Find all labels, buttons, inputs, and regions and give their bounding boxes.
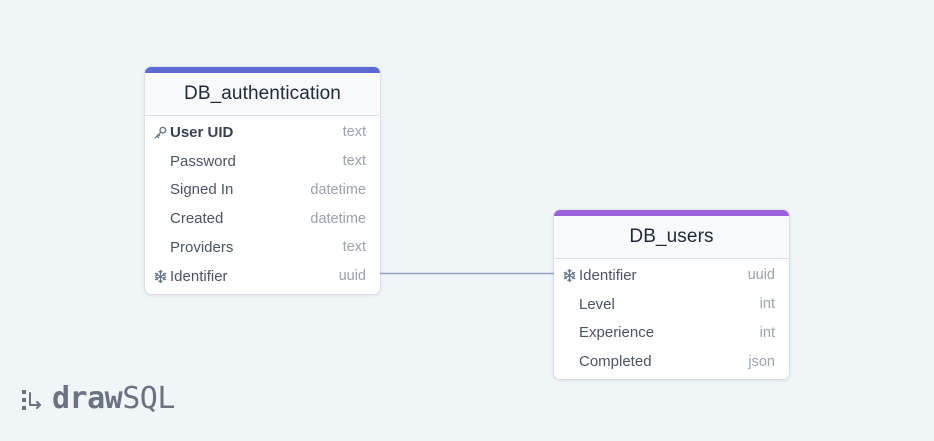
- field-icon-placeholder: [152, 181, 169, 198]
- field-row-experience[interactable]: Experience int: [554, 319, 789, 348]
- field-list: Identifier uuid Level int Experience int…: [554, 259, 789, 379]
- field-name: Password: [170, 152, 236, 170]
- field-type: uuid: [338, 268, 366, 285]
- drawsql-logo: draw SQL: [20, 382, 175, 416]
- field-row-password[interactable]: Password text: [145, 147, 380, 176]
- field-row-completed[interactable]: Completed json: [554, 347, 789, 376]
- field-name: Level: [579, 295, 615, 313]
- table-db-authentication[interactable]: DB_authentication User UID text Password: [145, 67, 380, 294]
- field-row-user-uid[interactable]: User UID text: [145, 118, 380, 147]
- field-type: int: [759, 324, 775, 341]
- field-name: Identifier: [579, 266, 637, 284]
- field-name: Created: [170, 210, 224, 228]
- table-title[interactable]: DB_authentication: [145, 73, 380, 116]
- field-icon-placeholder: [561, 353, 578, 370]
- field-name: User UID: [170, 123, 234, 141]
- field-type: text: [342, 152, 366, 169]
- field-row-created[interactable]: Created datetime: [145, 204, 380, 233]
- logo-text-draw: draw: [52, 381, 123, 416]
- drawsql-logo-icon: [20, 385, 46, 413]
- snowflake-icon: [561, 267, 578, 284]
- field-name: Experience: [579, 324, 655, 342]
- field-type: text: [342, 124, 366, 141]
- field-list: User UID text Password text Signed In da…: [145, 116, 380, 294]
- logo-text-sql: SQL: [122, 381, 175, 416]
- table-accent-bar: [554, 210, 789, 216]
- field-icon-placeholder: [561, 296, 578, 313]
- table-db-users[interactable]: DB_users Identifier: [554, 210, 789, 380]
- key-icon: [152, 124, 169, 141]
- field-row-signed-in[interactable]: Signed In datetime: [145, 176, 380, 205]
- field-type: json: [748, 353, 775, 370]
- field-icon-placeholder: [561, 324, 578, 341]
- field-icon-placeholder: [152, 153, 169, 170]
- table-accent-bar: [145, 67, 380, 73]
- field-name: Identifier: [170, 267, 228, 285]
- field-name: Signed In: [170, 181, 234, 199]
- field-row-providers[interactable]: Providers text: [145, 233, 380, 262]
- field-row-identifier[interactable]: Identifier uuid: [145, 262, 380, 291]
- drawsql-wordmark: draw SQL: [52, 384, 175, 414]
- field-icon-placeholder: [152, 239, 169, 256]
- field-icon-placeholder: [152, 210, 169, 227]
- field-type: datetime: [310, 181, 366, 198]
- field-type: uuid: [747, 267, 775, 284]
- field-type: datetime: [310, 210, 366, 227]
- field-name: Providers: [170, 239, 234, 257]
- field-type: int: [759, 295, 775, 312]
- field-type: text: [342, 239, 366, 256]
- field-name: Completed: [579, 353, 652, 371]
- field-row-level[interactable]: Level int: [554, 290, 789, 319]
- table-title[interactable]: DB_users: [554, 216, 789, 259]
- snowflake-icon: [152, 268, 169, 285]
- field-row-identifier[interactable]: Identifier uuid: [554, 261, 789, 290]
